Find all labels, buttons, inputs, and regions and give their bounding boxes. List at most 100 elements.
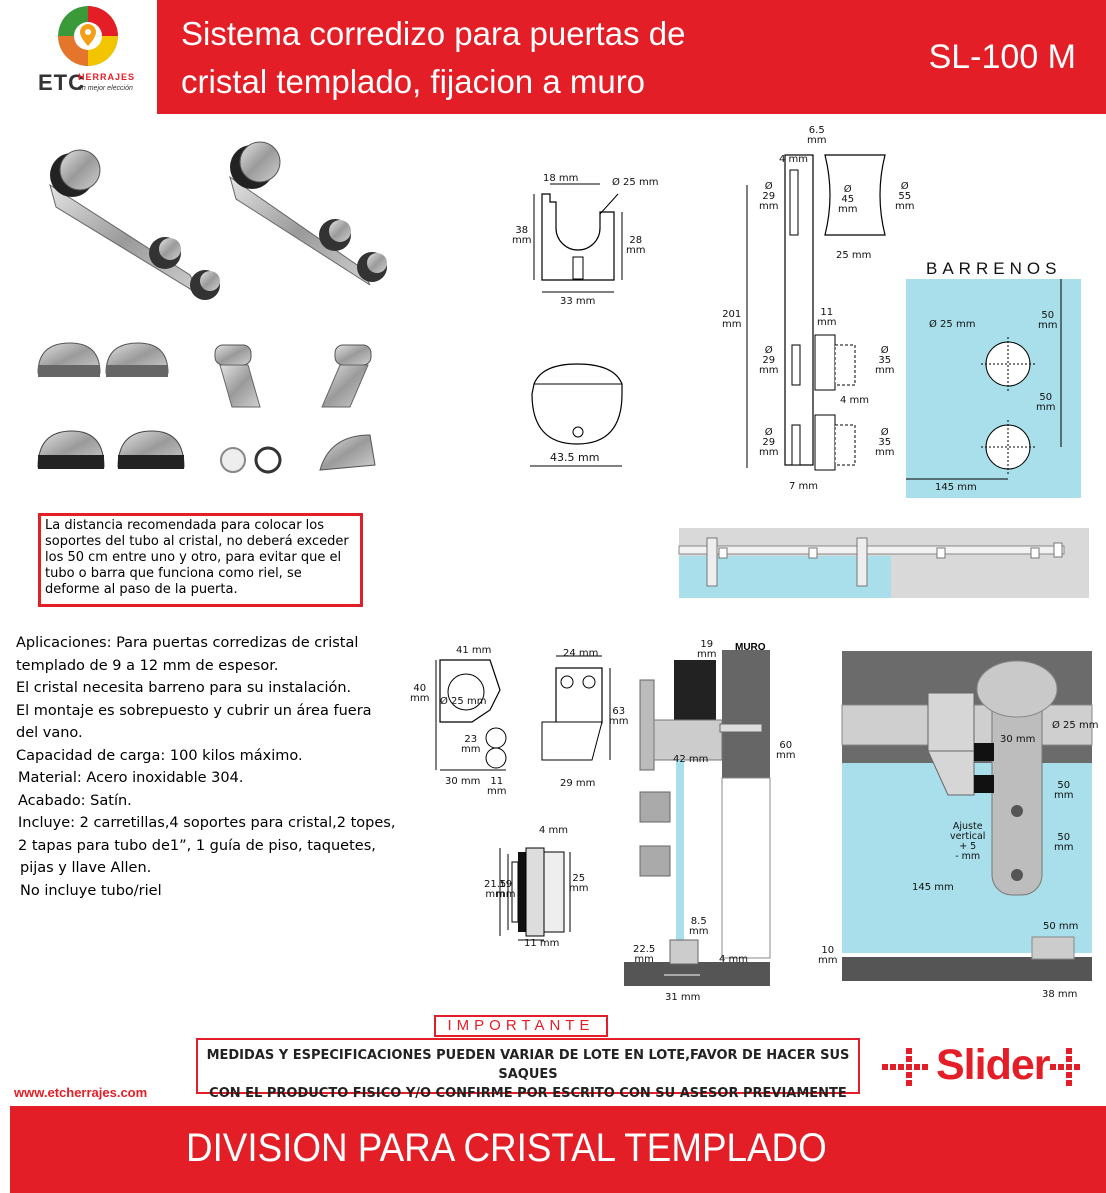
assembly-h145: 145 mm <box>912 882 954 893</box>
bracket-drawing <box>435 655 611 771</box>
barrenos-title: BARRENOS <box>926 259 1062 278</box>
section-w42: 42 mm <box>673 754 709 765</box>
roller-wheel-width: 25 mm <box>836 250 872 261</box>
glass-clamp-drawing <box>499 847 571 941</box>
end-cap-photos <box>220 446 282 474</box>
spec-line: templado de 9 a 12 mm de espesor. <box>16 657 279 674</box>
slider-logo-dots-icon <box>882 1048 1080 1086</box>
glass-clamp-photos <box>37 430 185 469</box>
roller-photo-1 <box>49 149 220 300</box>
roller-drawing <box>746 154 886 471</box>
company-logo: ETC HERRAJES un mejor elección <box>0 0 157 114</box>
notice-box: La distancia recomendada para colocar lo… <box>38 513 363 607</box>
spec-line: Capacidad de carga: 100 kilos máximo. <box>16 747 303 764</box>
importante-line-1: MEDIDAS Y ESPECIFICACIONES PUEDEN VARIAR… <box>206 1048 850 1082</box>
title-line-2: cristal templado, fijacion a muro <box>181 63 646 100</box>
spec-line: Acabado: Satín. <box>18 792 132 809</box>
stopper-photos <box>37 342 169 377</box>
model-number: SL-100 M <box>928 38 1076 76</box>
barrenos-drawing <box>906 279 1081 498</box>
slider-brand: Slider <box>936 1041 1050 1089</box>
stopper-drawing <box>530 363 623 467</box>
clamp-w-top: 18 mm <box>543 173 579 184</box>
product-photos <box>37 141 387 474</box>
bracket-w41: 41 mm <box>456 645 492 656</box>
spec-line: Aplicaciones: Para puertas corredizas de… <box>16 635 359 651</box>
assembly-drawing <box>841 651 1093 981</box>
footer-banner <box>10 1106 1106 1193</box>
clamp-diameter: Ø 25 mm <box>612 177 659 188</box>
header: ETC HERRAJES un mejor elección Sistema c… <box>0 0 1106 114</box>
clamp-drawing <box>533 183 623 293</box>
muro-label: MURO <box>735 642 766 653</box>
bracket-d25: Ø 25 mm <box>440 696 487 707</box>
assembly-w50: 50 mm <box>1043 921 1079 932</box>
roller-thick: 4 mm <box>779 154 809 165</box>
importante-label: IMPORTANTE <box>434 1015 608 1037</box>
gclamp-w4: 4 mm <box>539 825 569 836</box>
importante-line-2: CON EL PRODUCTO FISICO Y/O CONFIRME POR … <box>209 1086 847 1101</box>
logo-emblem-icon <box>58 6 118 66</box>
bracket-w30: 30 mm <box>445 776 481 787</box>
footer-title: DIVISION PARA CRISTAL TEMPLADO <box>186 1126 827 1170</box>
logo-text: ETC <box>38 70 85 95</box>
rail-illustration <box>678 528 1089 598</box>
spec-line: pijas y llave Allen. <box>20 860 152 876</box>
roller-bottom: 7 mm <box>789 481 819 492</box>
spec-line: Incluye: 2 carretillas,4 soportes para c… <box>18 815 396 831</box>
section-g4: 4 mm <box>719 954 749 965</box>
barrenos-hole-d: Ø 25 mm <box>929 319 976 330</box>
section-w31: 31 mm <box>665 992 701 1003</box>
spec-line: 2 tapas para tubo de1”, 1 guía de piso, … <box>18 837 376 854</box>
title-line-1: Sistema corredizo para puertas de <box>181 15 686 52</box>
barrenos-h: 145 mm <box>935 482 977 493</box>
assembly-w38: 38 mm <box>1042 989 1078 1000</box>
specifications: Aplicaciones: Para puertas corredizas de… <box>16 632 416 902</box>
assembly-w30: 30 mm <box>1000 734 1036 745</box>
roller-photo-2 <box>229 141 387 286</box>
gclamp-w11: 11 mm <box>524 938 560 949</box>
header-banner <box>157 0 1106 114</box>
website-link[interactable]: www.etcherrajes.com <box>14 1085 148 1100</box>
page-title: Sistema corredizo para puertas de crista… <box>181 10 821 106</box>
clamp-width-bottom: 33 mm <box>560 296 596 307</box>
assembly-d25: Ø 25 mm <box>1052 720 1099 731</box>
bracket-photos <box>214 344 372 408</box>
spec-line: Material: Acero inoxidable 304. <box>18 770 244 786</box>
logo-tagline: un mejor elección <box>78 85 133 92</box>
logo-sub: HERRAJES <box>78 72 136 82</box>
floor-guide-photo <box>319 434 376 471</box>
roller-gap-4: 4 mm <box>840 395 870 406</box>
spec-line: No incluye tubo/riel <box>20 882 162 899</box>
section-drawing <box>624 650 771 986</box>
bracket-w29: 29 mm <box>560 778 596 789</box>
bracket-w24: 24 mm <box>563 648 599 659</box>
